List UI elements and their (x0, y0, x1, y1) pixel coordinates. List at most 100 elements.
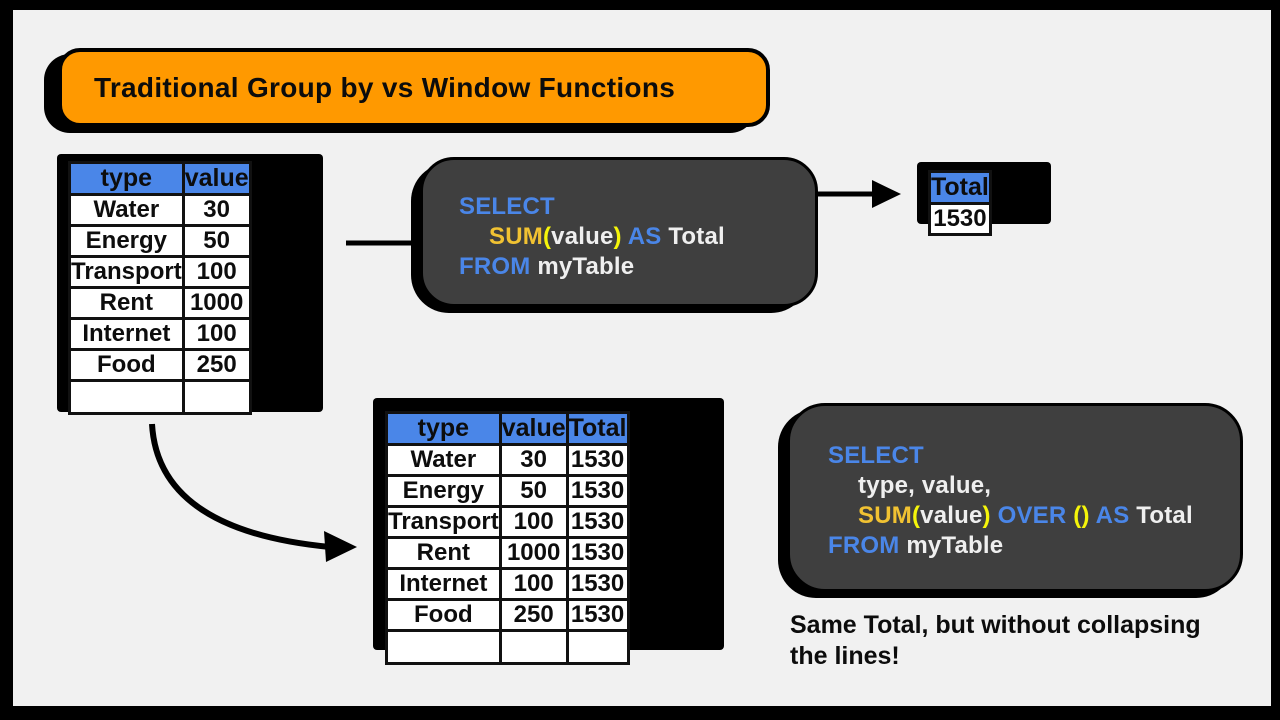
sql-over-parens: () (1073, 502, 1090, 529)
sql-line: SELECT (459, 192, 815, 222)
table-cell: 1530 (565, 474, 630, 508)
arrow-head-table-to-result (324, 531, 357, 562)
table-cell (385, 629, 502, 665)
table-cell: 1530 (565, 536, 630, 570)
table-cell: Internet (385, 567, 502, 601)
sql-line: FROM myTable (459, 252, 815, 282)
table-row: Transport 100 1530 (385, 505, 630, 539)
table-cell: 30 (498, 443, 569, 477)
table-cell: 1530 (565, 567, 630, 601)
table-cell: 100 (181, 317, 252, 351)
table-cell-total-value: 1530 (928, 202, 992, 236)
table-header-row: type value Total (385, 411, 630, 446)
table-cell: 1000 (498, 536, 569, 570)
sql-table-name: myTable (906, 532, 1004, 559)
frame-border-right (1271, 0, 1280, 720)
table-cell: Internet (68, 317, 185, 351)
table-row: Energy 50 (68, 224, 252, 258)
frame-border-left (0, 0, 13, 720)
table-cell: Rent (68, 286, 185, 320)
table-cell (68, 379, 185, 415)
sql-line: type, value, (828, 471, 1240, 501)
table-row: Internet 100 1530 (385, 567, 630, 601)
column-header-type: type (68, 161, 185, 196)
table-cell: 30 (181, 193, 252, 227)
table-cell: 250 (498, 598, 569, 632)
sql-line: FROM myTable (828, 531, 1240, 561)
table-row: Transport 100 (68, 255, 252, 289)
table-header-row: type value (68, 161, 252, 196)
table-cell: Water (68, 193, 185, 227)
sql-alias-total: Total (668, 223, 725, 250)
table-row: Internet 100 (68, 317, 252, 351)
table-cell: Energy (68, 224, 185, 258)
table-cell: 1530 (565, 443, 630, 477)
table-row: Food 250 (68, 348, 252, 382)
table-cell: Food (68, 348, 185, 382)
sql-function-sum: SUM (858, 502, 912, 529)
sql-paren-close: ) (982, 502, 991, 529)
table-cell: 100 (181, 255, 252, 289)
title-banner-box: Traditional Group by vs Window Functions (58, 48, 770, 127)
table-cell: 50 (181, 224, 252, 258)
sql-keyword-from: FROM (459, 253, 531, 280)
column-header-value: value (181, 161, 252, 196)
sql-keyword-as: AS (1095, 502, 1130, 529)
table-cell: Energy (385, 474, 502, 508)
table-cell: 250 (181, 348, 252, 382)
sql-keyword-over: OVER (997, 502, 1067, 529)
table-row: Water 30 (68, 193, 252, 227)
column-header-total: Total (565, 411, 630, 446)
column-header-value: value (498, 411, 569, 446)
table-row: Energy 50 1530 (385, 474, 630, 508)
table-cell: 100 (498, 567, 569, 601)
table-cell (498, 629, 569, 665)
window-code-box: SELECT type, value, SUM(value) OVER () A… (787, 403, 1243, 592)
table-row: Water 30 1530 (385, 443, 630, 477)
frame-border-bottom (0, 706, 1280, 720)
table-cell (181, 379, 252, 415)
arrow-curve-table-to-result (149, 423, 331, 550)
column-header-total: Total (928, 170, 992, 205)
sql-paren-open: ( (911, 502, 921, 529)
table-cell: 1530 (565, 598, 630, 632)
sql-table-name: myTable (537, 253, 635, 280)
table-row: Rent 1000 (68, 286, 252, 320)
sql-keyword-as: AS (627, 223, 662, 250)
table-cell: 1000 (181, 286, 252, 320)
table-header-row: Total (928, 170, 992, 205)
table-row: 1530 (928, 202, 992, 236)
table-cell: 1530 (565, 505, 630, 539)
table-cell (565, 629, 630, 665)
title-banner: Traditional Group by vs Window Functions (44, 48, 770, 133)
table-cell: 50 (498, 474, 569, 508)
table-cell: Water (385, 443, 502, 477)
sql-paren-open: ( (542, 223, 552, 250)
sql-arg-value: value (920, 502, 983, 529)
sql-keyword-from: FROM (828, 532, 900, 559)
sql-function-sum: SUM (489, 223, 543, 250)
table-cell: Rent (385, 536, 502, 570)
group-by-code-box: SELECT SUM(value) AS Total FROM myTable (420, 157, 818, 307)
table-row-empty (68, 379, 252, 415)
page-title: Traditional Group by vs Window Functions (94, 71, 676, 103)
sql-line: SELECT (828, 441, 1240, 471)
note-text: Same Total, but without collapsing the l… (790, 611, 1201, 670)
table-row: Food 250 1530 (385, 598, 630, 632)
table-cell: Transport (68, 255, 185, 289)
column-header-type: type (385, 411, 502, 446)
table-cell: 100 (498, 505, 569, 539)
arrow-head-groupby-to-total (872, 180, 901, 208)
sql-columns: type, value, (858, 472, 992, 499)
source-data-table: type value Water 30 Energy 50 Transport … (68, 161, 252, 415)
sql-line: SUM(value) AS Total (459, 222, 815, 252)
table-row-empty (385, 629, 630, 665)
sql-keyword-select: SELECT (828, 442, 924, 469)
sql-alias-total: Total (1136, 502, 1193, 529)
table-cell: Transport (385, 505, 502, 539)
total-data-table: Total 1530 (928, 170, 992, 236)
sql-line: SUM(value) OVER () AS Total (828, 501, 1240, 531)
sql-arg-value: value (551, 223, 614, 250)
table-cell: Food (385, 598, 502, 632)
sql-paren-close: ) (613, 223, 622, 250)
